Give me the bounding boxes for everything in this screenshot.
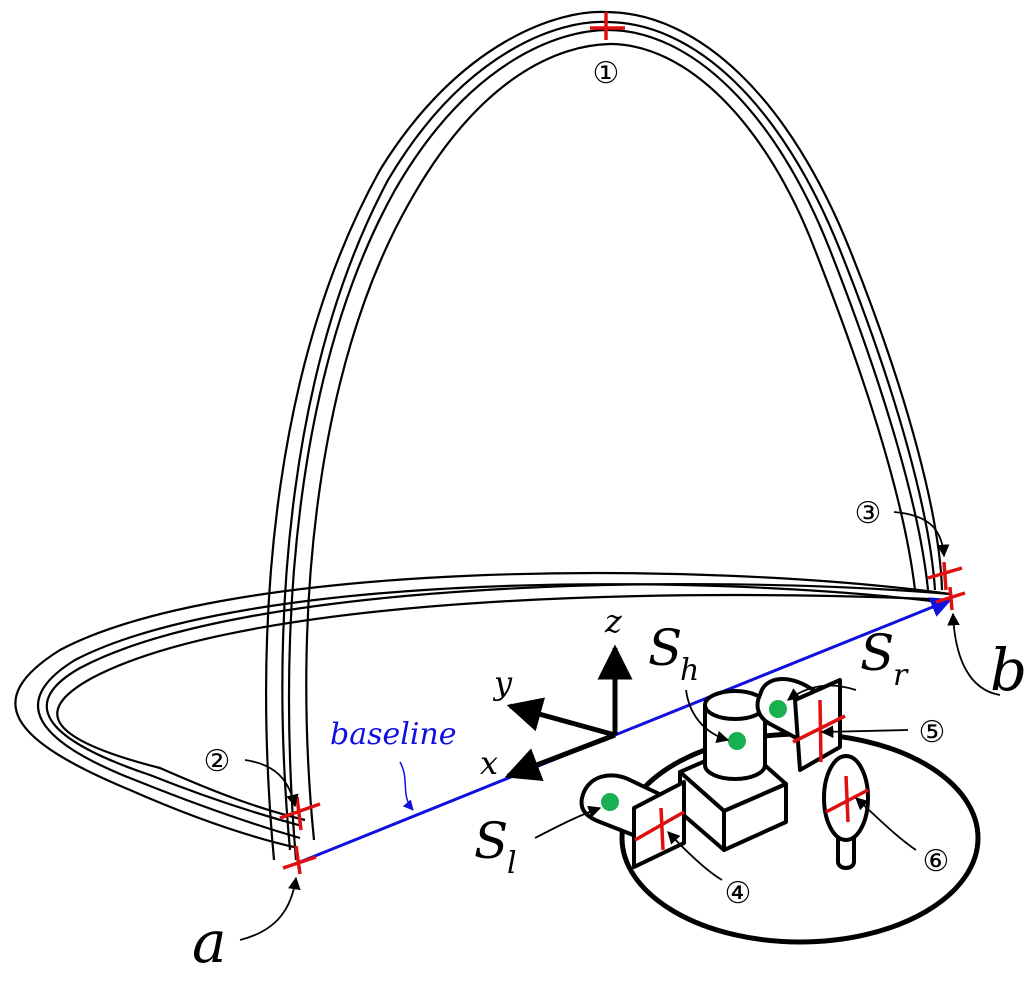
marker-6: ⑥ [923,844,950,879]
point-b-label: b [990,636,1024,704]
sensor-l-sub: l [507,846,517,881]
leader-sr [786,684,857,701]
sensor-l-main: S [474,812,508,870]
marker-3: ③ [855,496,882,531]
sensor-h-dot [728,732,746,750]
leader-sh [685,689,730,744]
crosshair-6 [825,775,869,823]
marker-4: ④ [725,876,752,911]
sensor-r-main: S [860,624,894,682]
leader-b [947,612,1001,696]
axis-y-label: y [492,664,513,702]
leader-a [239,876,301,941]
axis-z-label: z [604,602,623,640]
sensor-r-sub: r [893,658,909,693]
baseline-line [299,597,952,864]
sensor-h-main: S [648,619,682,677]
marker-1: ① [593,56,620,91]
crosshair-5 [792,699,846,763]
leader-3 [893,511,950,558]
sensor-h-sub: h [680,653,699,688]
axis-x-label: x [480,744,498,782]
marker-5: ⑤ [919,715,946,750]
baseline-pointer [399,761,414,811]
right-sensor [755,676,842,772]
axis-y-arrow [506,697,616,738]
marker-2: ② [204,744,231,779]
crosshair-1 [590,12,625,40]
vertical-arch [265,10,944,861]
crosshair-b [935,586,966,611]
axis-x-arrow [504,732,616,782]
sensor-h-label: S h [648,619,699,688]
leader-2 [244,759,299,808]
sensor-l-label: S l [474,812,517,881]
leader-sl [534,805,602,839]
coordinate-axes [504,644,633,782]
crosshair-4 [634,807,685,851]
crosshair-3 [927,561,963,591]
leader-arrows [239,511,1001,941]
leader-5 [820,725,909,739]
baseline-label: baseline [330,717,457,752]
crosshairs [279,12,966,875]
leader-4 [667,831,723,881]
crosshair-a [282,845,317,875]
sensor-l-dot [601,793,619,811]
leader-6 [855,797,917,851]
sensor-r-label: S r [860,624,909,693]
point-a-label: a [192,908,227,976]
horizontal-ring [14,571,953,850]
sensor-r-dot [769,700,787,718]
